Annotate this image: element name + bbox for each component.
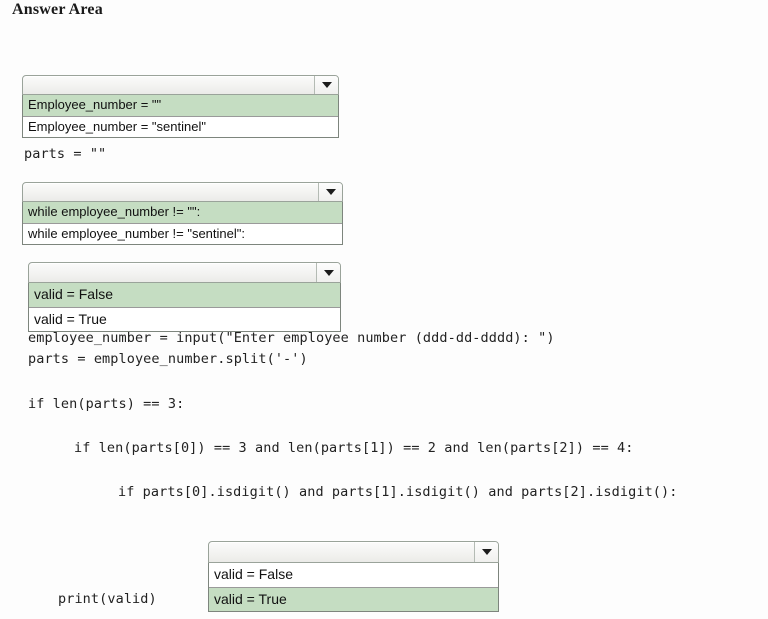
dropdown-while-condition[interactable]: while employee_number != "": while emplo…: [22, 182, 343, 245]
dropdown-closed-field[interactable]: [22, 75, 339, 95]
chevron-down-glyph: [321, 82, 332, 88]
page-title: Answer Area: [12, 1, 103, 18]
code-line-if-isdigit: if parts[0].isdigit() and parts[1].isdig…: [118, 484, 678, 500]
dropdown-employee-number-init[interactable]: Employee_number = "" Employee_number = "…: [22, 75, 339, 138]
chevron-down-icon[interactable]: [474, 542, 498, 562]
chevron-down-glyph: [325, 189, 336, 195]
dropdown-valid-final[interactable]: valid = False valid = True: [208, 541, 499, 612]
code-line-print: print(valid): [58, 591, 157, 607]
code-line-parts-init: parts = "": [24, 146, 107, 162]
chevron-down-icon[interactable]: [314, 76, 338, 94]
dropdown-closed-field[interactable]: [22, 182, 343, 202]
dropdown-option-list: Employee_number = "" Employee_number = "…: [22, 95, 339, 138]
dropdown-option-list: valid = False valid = True: [208, 563, 499, 612]
dropdown-option[interactable]: Employee_number = "": [23, 95, 338, 116]
code-line-if-len-parts: if len(parts) == 3:: [28, 396, 185, 412]
chevron-down-icon[interactable]: [318, 183, 342, 201]
dropdown-option[interactable]: while employee_number != "":: [23, 202, 342, 223]
dropdown-option-list: valid = False valid = True: [28, 283, 341, 332]
dropdown-option[interactable]: while employee_number != "sentinel":: [23, 223, 342, 244]
dropdown-option[interactable]: Employee_number = "sentinel": [23, 116, 338, 137]
dropdown-option[interactable]: valid = False: [209, 563, 498, 587]
code-line-if-len-each: if len(parts[0]) == 3 and len(parts[1]) …: [74, 440, 634, 456]
dropdown-option[interactable]: valid = True: [29, 307, 340, 331]
chevron-down-glyph: [481, 549, 492, 555]
dropdown-valid-init[interactable]: valid = False valid = True: [28, 262, 341, 332]
dropdown-option-list: while employee_number != "": while emplo…: [22, 202, 343, 245]
dropdown-option[interactable]: valid = False: [29, 283, 340, 307]
chevron-down-glyph: [323, 269, 334, 276]
code-line-input: employee_number = input("Enter employee …: [28, 330, 555, 346]
dropdown-closed-field[interactable]: [208, 541, 499, 563]
code-line-split: parts = employee_number.split('-'): [28, 351, 308, 367]
dropdown-option[interactable]: valid = True: [209, 587, 498, 611]
chevron-down-icon[interactable]: [316, 263, 340, 282]
dropdown-closed-field[interactable]: [28, 262, 341, 283]
